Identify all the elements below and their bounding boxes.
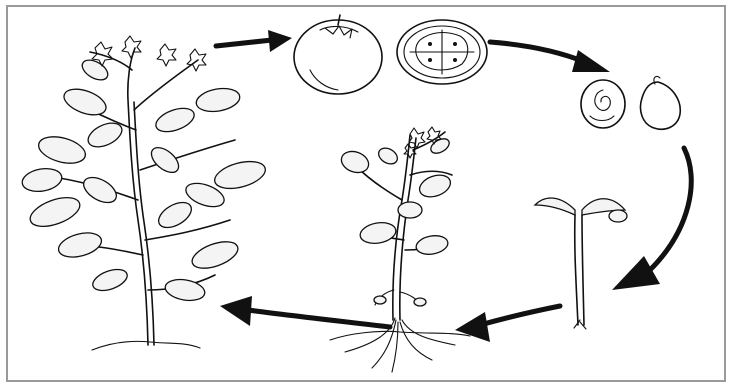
arrow-young-plant-to-mature-plant xyxy=(220,296,390,327)
tomato-cross-section-illustration xyxy=(397,20,487,84)
arrow-fruit-to-seed xyxy=(490,42,610,72)
seed-illustration xyxy=(641,76,681,129)
young-plant-illustration xyxy=(330,127,470,372)
arrow-plant-to-fruit xyxy=(216,30,292,52)
seed-section-illustration xyxy=(581,80,625,128)
tomato-fruit-illustration xyxy=(294,15,382,94)
arrow-seedling-to-young-plant xyxy=(455,306,560,342)
